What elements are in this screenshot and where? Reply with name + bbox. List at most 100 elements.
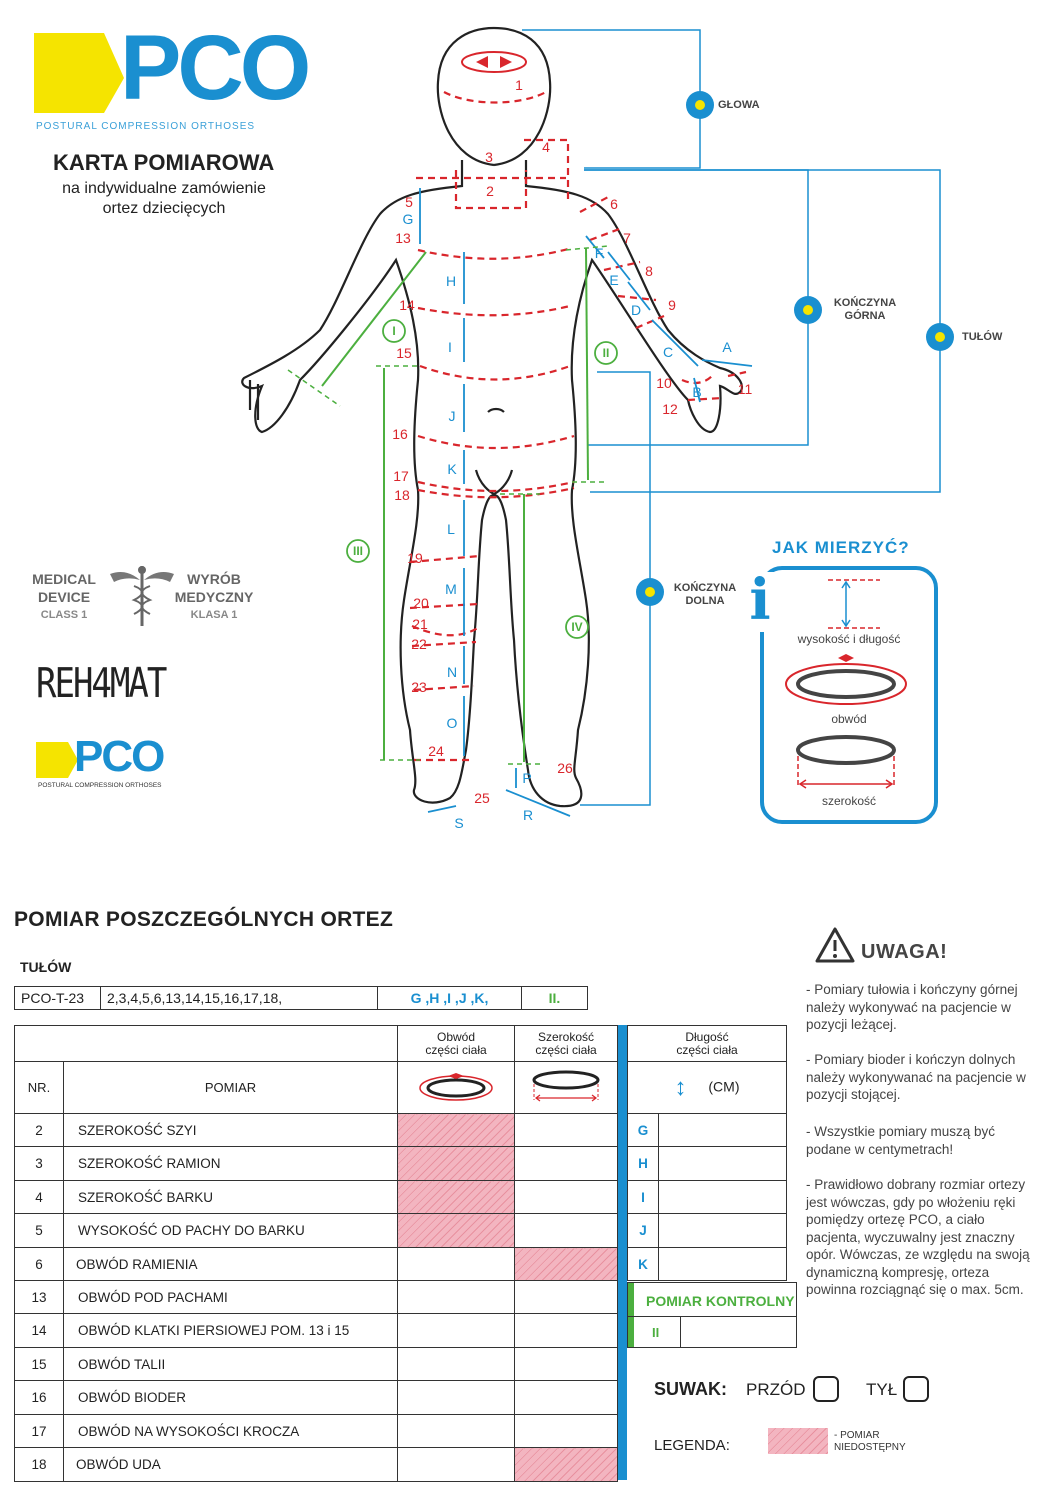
table-row: 18 OBWÓD UDA [14,1447,618,1482]
roman-II: II [603,346,610,360]
body-diagram: I II III IV 1 2 3 4 5 6 7 8 9 10 11 12 1… [241,26,954,831]
konczyna-gorna-line-1: KOŃCZYNA [833,297,897,309]
input-cell[interactable] [397,1380,515,1415]
input-cell[interactable] [514,1313,618,1348]
medical-class: CLASS 1 [40,609,88,621]
col-nr: NR. [14,1061,64,1114]
row-name: SZEROKOŚĆ BARKU [63,1180,398,1214]
warning-p3: - Wszystkie pomiary muszą być podane w c… [806,1124,996,1157]
svg-text:M: M [445,581,457,597]
wyrob-line-2: MEDYCZNY [174,589,254,605]
length-letter: G [627,1113,659,1147]
svg-text:9: 9 [668,297,676,313]
input-cell[interactable] [514,1113,618,1147]
wyrob-line-1: WYRÓB [187,571,241,587]
svg-text:B: B [692,384,701,400]
row-name: OBWÓD TALII [63,1347,398,1381]
input-cell[interactable] [514,1280,618,1314]
table-row: 15 OBWÓD TALII [14,1347,618,1381]
svg-text:C: C [663,344,673,360]
konczyna-dolna-line-2: DOLNA [685,595,725,607]
svg-text:8: 8 [645,263,653,279]
svg-text:14: 14 [399,297,415,313]
unavailable-cell [514,1447,618,1482]
input-cell[interactable] [658,1113,787,1147]
rehamat-text: REH4MAT [36,660,167,708]
code-summary-table: PCO-T-23 2,3,4,5,6,13,14,15,16,17,18, G … [14,986,588,1010]
input-cell[interactable] [397,1313,515,1348]
input-cell[interactable] [514,1380,618,1415]
zipper-back-checkbox[interactable] [903,1376,929,1402]
input-cell[interactable] [658,1213,787,1248]
row-nr: 13 [14,1280,64,1314]
length-unit-cell: ↕ (CM) [627,1061,787,1114]
roman-IV: IV [571,620,582,634]
orthosis-code: PCO-T-23 [14,986,101,1010]
medical-line-1: MEDICAL [32,571,96,587]
svg-text:13: 13 [395,230,411,246]
table-row: 17 OBWÓD NA WYSOKOŚCI KROCZA [14,1414,618,1448]
header-width: Szerokość części ciała [514,1025,618,1062]
table-row: 13 OBWÓD POD PACHAMI [14,1280,618,1314]
row-nr: 6 [14,1247,64,1281]
rehamat-logo: REH4MAT [36,660,167,708]
input-cell[interactable] [514,1146,618,1181]
input-cell[interactable] [397,1447,515,1482]
pco-small-text: PCO [74,732,165,781]
row-name: OBWÓD BIODER [63,1380,398,1415]
svg-text:A: A [722,339,732,355]
input-cell[interactable] [514,1213,618,1248]
warning-p1: - Pomiary tułowia i kończyny górnej nale… [806,982,1018,1032]
table-row: 14 OBWÓD KLATKI PIERSIOWEJ POM. 13 i 15 [14,1313,618,1348]
warning-icon [814,926,856,964]
svg-text:P: P [522,770,531,786]
wyrob-class: KLASA 1 [190,609,238,621]
input-cell[interactable] [514,1414,618,1448]
svg-text:24: 24 [428,743,444,759]
input-cell[interactable] [397,1347,515,1381]
svg-text:6: 6 [610,196,618,212]
konczyna-gorna-line-2: GÓRNA [844,310,886,322]
svg-text:23: 23 [411,679,427,695]
col-pomiar: POMIAR [63,1061,398,1114]
szerokosc-line-1: Szerokość [537,1029,595,1044]
svg-text:1: 1 [515,77,523,93]
pco-logo [34,28,314,138]
row-name: WYSOKOŚĆ OD PACHY DO BARKU [63,1213,398,1248]
svg-text:5: 5 [405,194,413,210]
input-cell[interactable] [658,1247,787,1281]
input-cell[interactable] [397,1247,515,1281]
measurement-letters: G ,H ,I ,J ,K, [377,986,522,1010]
input-cell[interactable] [658,1180,787,1214]
measurement-table: Obwód części ciała Szerokość części ciał… [14,1025,618,1482]
row-name: OBWÓD NA WYSOKOŚCI KROCZA [63,1414,398,1448]
row-name: OBWÓD POD PACHAMI [63,1280,398,1314]
unit-label: (CM) [708,1078,740,1095]
how-to-height: wysokość i długość [797,632,901,646]
svg-text:21: 21 [412,616,428,632]
input-cell[interactable] [514,1347,618,1381]
row-name: OBWÓD KLATKI PIERSIOWEJ POM. 13 i 15 [63,1313,398,1348]
table-row: 3 SZEROKOŚĆ RAMION [14,1146,618,1181]
how-to-title: JAK MIERZYĆ? [772,538,910,557]
unavailable-cell [397,1213,515,1248]
legend-line-2: NIEDOSTĘPNY [834,1442,906,1453]
zipper-front-checkbox[interactable] [813,1376,839,1402]
measurement-numbers: 2,3,4,5,6,13,14,15,16,17,18, [100,986,378,1010]
svg-text:18: 18 [394,487,410,503]
input-cell[interactable] [397,1414,515,1448]
input-cell[interactable] [514,1180,618,1214]
row-nr: 2 [14,1113,64,1147]
table-row: 2 SZEROKOŚĆ SZYI [14,1113,618,1147]
roman-III: III [353,544,363,558]
svg-text:16: 16 [392,426,408,442]
svg-text:11: 11 [738,381,753,397]
roman-I: I [392,324,395,338]
svg-text:17: 17 [393,468,409,484]
zipper-label: SUWAK: [654,1379,727,1399]
input-cell[interactable] [658,1146,787,1181]
logo-text: PCO [120,17,311,119]
control-value: II [652,1325,660,1340]
input-cell[interactable] [397,1280,515,1314]
row-name: OBWÓD RAMIENIA [63,1247,398,1281]
